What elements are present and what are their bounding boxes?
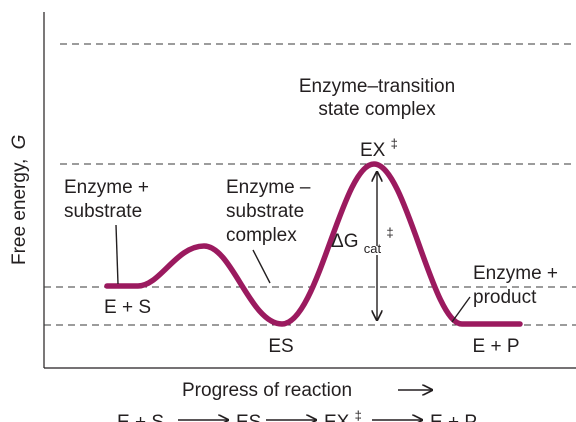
- delta-g-symbol: ΔG: [331, 231, 358, 252]
- delta-g-label: ΔG cat ‡: [331, 225, 394, 258]
- enzyme-substrate-line2: substrate: [64, 201, 142, 222]
- label-e-plus-p: E + P: [473, 336, 520, 357]
- delta-g-subscript: cat: [364, 241, 382, 256]
- equation-term-es: ES: [236, 412, 261, 422]
- es-complex-line3: complex: [226, 225, 297, 246]
- ex-label: EX ‡: [360, 136, 398, 161]
- enzyme-product-line2: product: [473, 287, 537, 308]
- y-axis-label-text: Free energy,: [9, 159, 30, 265]
- enzyme-substrate-line1: Enzyme +: [64, 177, 149, 198]
- es-complex-line2: substrate: [226, 201, 304, 222]
- enzyme-product-line1: Enzyme +: [473, 263, 558, 284]
- ex-text: EX: [360, 140, 386, 161]
- equation-term-ex: EX ‡: [324, 408, 362, 422]
- equation-term-e-plus-s: E + S: [117, 412, 164, 422]
- equation-ex-super: ‡: [355, 408, 362, 422]
- leader-enzyme-substrate: [115, 224, 119, 285]
- es-complex-line1: Enzyme –: [226, 177, 311, 198]
- label-e-plus-s: E + S: [104, 297, 151, 318]
- leader-es-complex: [252, 249, 271, 284]
- ex-super: ‡: [391, 136, 398, 151]
- transition-label-line2: state complex: [318, 99, 436, 120]
- delta-g-superscript: ‡: [386, 225, 393, 240]
- leader-enzyme-product: [451, 296, 471, 323]
- equation-ex-text: EX: [324, 412, 350, 422]
- equation-term-e-plus-p: E + P: [430, 412, 477, 422]
- x-axis-label: Progress of reaction: [182, 380, 352, 401]
- y-axis-label: Free energy, G: [9, 135, 30, 265]
- reaction-curve: [104, 161, 523, 327]
- transition-label-line1: Enzyme–transition: [299, 76, 455, 97]
- y-axis-symbol: G: [9, 135, 30, 150]
- label-es: ES: [268, 336, 293, 357]
